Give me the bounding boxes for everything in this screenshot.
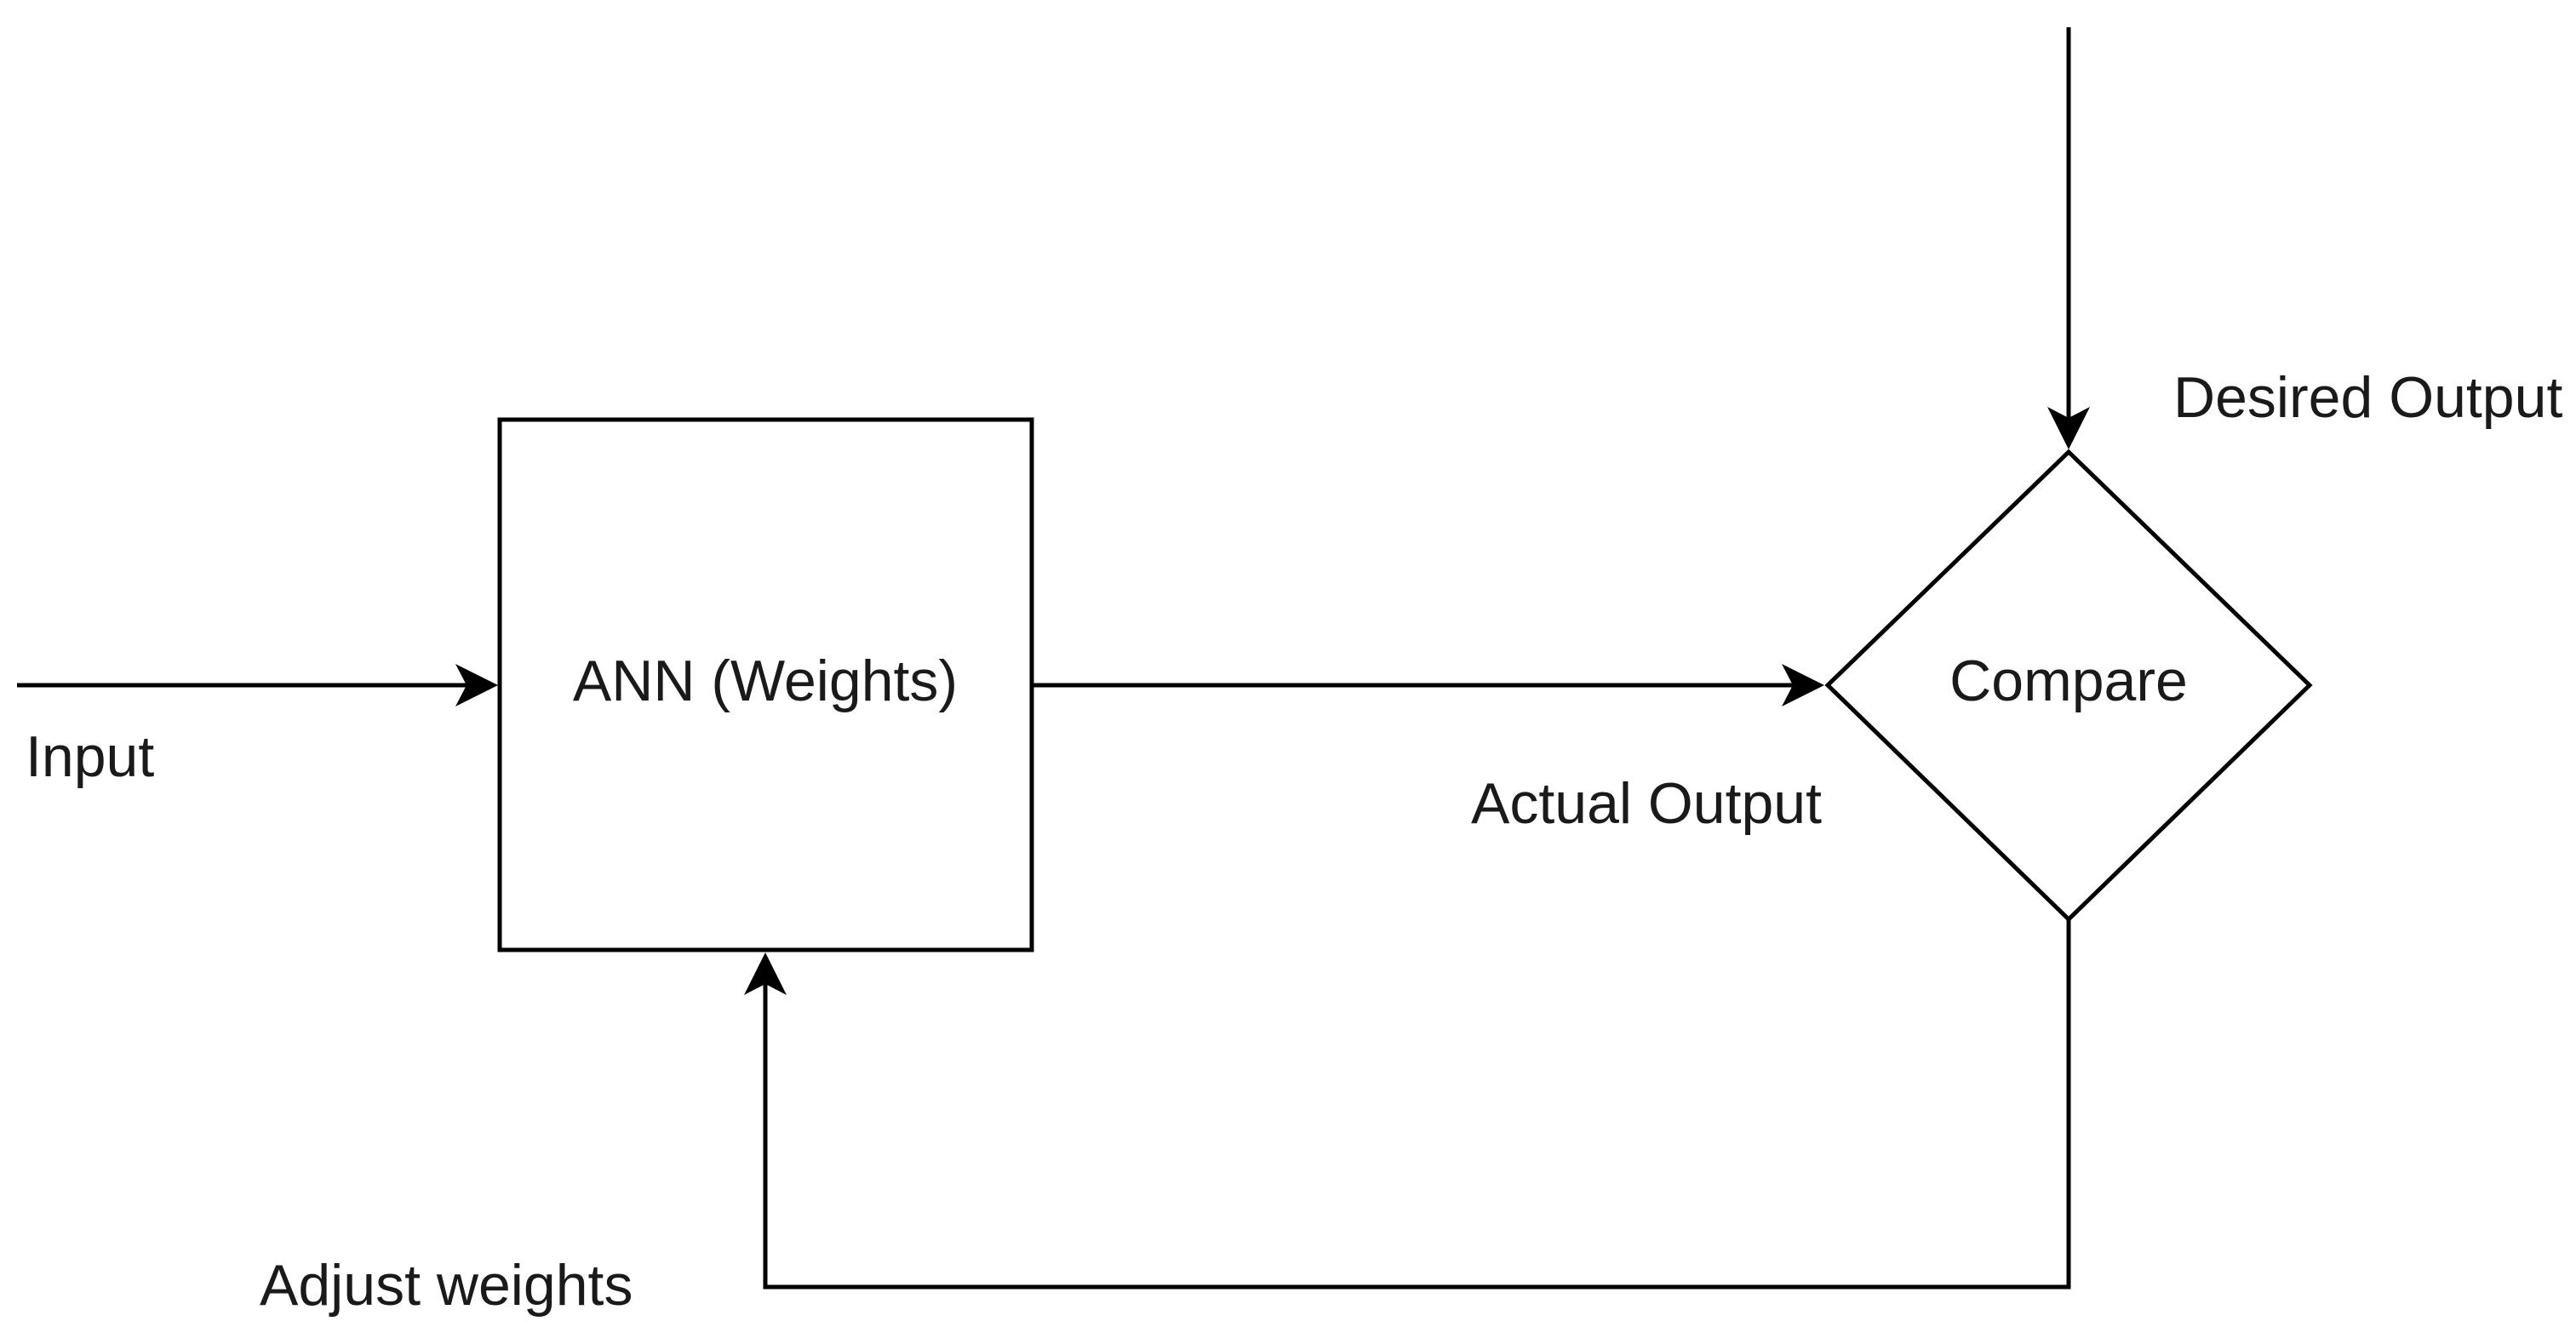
ann-label: ANN (Weights) <box>573 649 958 713</box>
ann-box <box>497 417 1034 952</box>
adjust-weights-arrow <box>744 919 2071 1290</box>
input-label: Input <box>26 724 154 789</box>
desired-output-label: Desired Output <box>2173 365 2562 430</box>
compare-label: Compare <box>1949 649 2188 713</box>
adjust-weights-label: Adjust weights <box>260 1253 633 1318</box>
actual-output-label: Actual Output <box>1471 771 1822 836</box>
